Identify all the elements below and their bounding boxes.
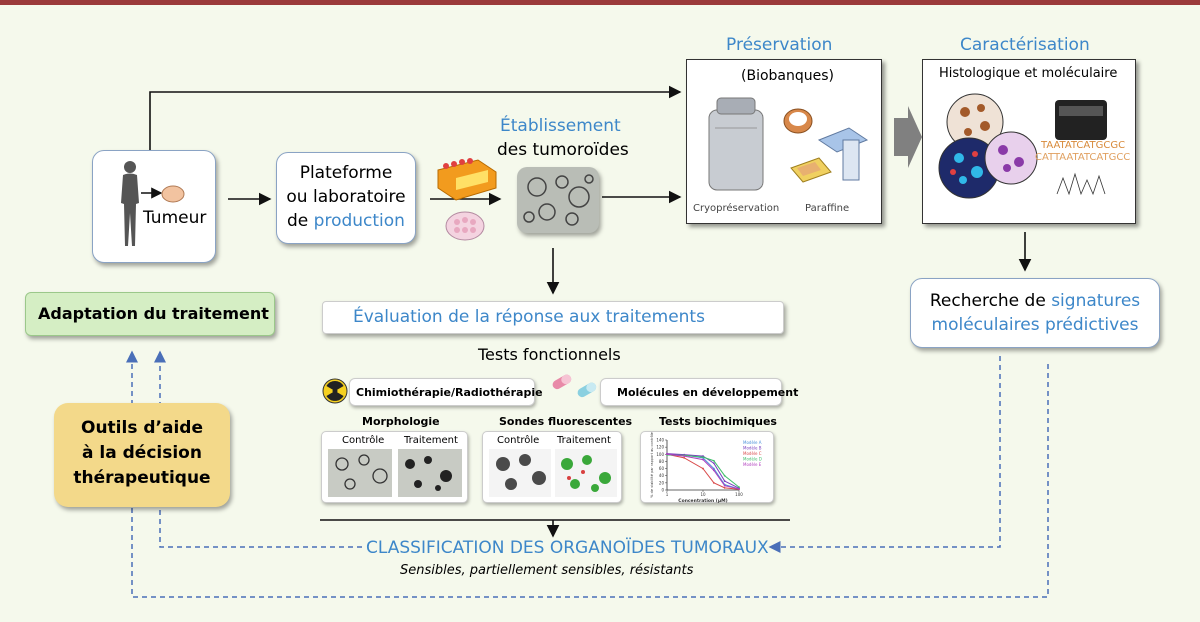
tumeur-box: Tumeur [92, 150, 216, 263]
chart-x-tick-label: 10 [700, 492, 706, 497]
chart-point [723, 474, 726, 477]
dna-sequence-1: TAATATCATGCGC [1041, 140, 1126, 151]
tumoroides-microscopy-image [517, 167, 599, 233]
sondes-label: Sondes fluorescentes [499, 415, 633, 428]
chart-point [712, 481, 715, 484]
chart-x-tick-label: 100 [735, 492, 743, 497]
controle-label-1: Contrôle [342, 435, 385, 446]
tumeur-label: Tumeur [143, 208, 207, 228]
histologique-label: Histologique et moléculaire [939, 66, 1118, 81]
chart-point [702, 458, 704, 461]
chart-point [723, 480, 726, 482]
chart-point [712, 459, 715, 462]
plateforme-box: Plateforme ou laboratoire de production [276, 152, 416, 244]
chart-y-tick-label: 20 [659, 480, 665, 485]
chart-y-tick-label: 0 [661, 488, 664, 493]
preservation-title: Préservation [726, 35, 833, 55]
adaptation-label: Adaptation du traitement [38, 304, 269, 323]
biobanques-label: (Biobanques) [741, 68, 834, 84]
dna-sequence-2: CATTAATATCATGCC [1035, 152, 1131, 163]
plateforme-production: production [313, 211, 405, 231]
chart-series-line [666, 453, 740, 490]
biochimiques-label: Tests biochimiques [659, 415, 777, 428]
chart-series-line [666, 453, 740, 490]
morphologie-label: Morphologie [362, 415, 440, 428]
chart-y-tick-label: 120 [656, 445, 664, 450]
recherche-label-c: moléculaires prédictives [931, 315, 1139, 335]
chart-y-tick-label: 40 [659, 473, 665, 478]
biobank-equipment-icon [708, 97, 869, 191]
human-silhouette-icon [121, 161, 185, 246]
arrow-tumeur-to-preservation [149, 85, 682, 150]
sondes-panel: Contrôle Traitement [482, 431, 622, 503]
top-bar [0, 0, 1200, 5]
chart-point [683, 456, 686, 459]
chart-legend-entry: Modèle B [743, 446, 762, 451]
cryopreservation-label: Cryopréservation [693, 203, 780, 214]
evaluation-box: Évaluation de la réponse aux traitements [322, 301, 784, 334]
recherche-box: Recherche de signatures moléculaires pré… [910, 278, 1160, 348]
plateforme-line1: Plateforme [299, 163, 393, 183]
chart-point [712, 467, 715, 470]
classification-subtitle: Sensibles, partiellement sensibles, rési… [400, 563, 694, 578]
outils-line2: à la décision [82, 443, 202, 463]
chart-y-label: % de viabilité par rapport au contrôle [650, 432, 654, 498]
classification-title: CLASSIFICATION DES ORGANOÏDES TUMORAUX [366, 538, 769, 558]
chart-x-tick-label: 1 [666, 492, 669, 497]
chart-point [712, 469, 715, 472]
big-arrow-preservation-to-caracterisation [894, 106, 922, 168]
outils-box: Outils d’aide à la décision thérapeutiqu… [54, 403, 230, 507]
plateforme-line3a: de [287, 211, 314, 231]
chart-point [712, 462, 715, 465]
chart-point [666, 453, 668, 456]
plateforme-line2: ou laboratoire [286, 187, 406, 207]
chart-point [702, 456, 704, 459]
molecules-label: Molécules en développement [617, 386, 799, 399]
sondes-images [489, 449, 617, 497]
outils-line3: thérapeutique [73, 468, 211, 488]
chimio-label: Chimiothérapie/Radiothérapie [356, 386, 543, 399]
chart-y-tick-label: 100 [656, 452, 664, 457]
chart-legend-entry: Modèle C [743, 451, 762, 456]
evaluation-label: Évaluation de la réponse aux traitements [353, 307, 705, 327]
paraffine-label: Paraffine [805, 203, 850, 214]
traitement-label-2: Traitement [557, 435, 611, 446]
recherche-label-b: signatures [1051, 291, 1141, 311]
molecules-pill: Molécules en développement [600, 378, 798, 406]
outils-line1: Outils d’aide [81, 418, 203, 438]
caracterisation-panel: Histologique et moléculaire TAATATCATGCG… [922, 59, 1136, 224]
chart-point [723, 486, 726, 489]
chimio-pill: Chimiothérapie/Radiothérapie [349, 378, 543, 406]
morphologie-panel: Contrôle Traitement [321, 431, 468, 503]
chart-point [738, 486, 740, 489]
etablissement-title: Établissement [500, 116, 621, 136]
histology-images-icon [938, 93, 1107, 199]
chart-legend-entry: Modèle A [743, 440, 762, 445]
chart-legend-entry: Modèle E [743, 462, 762, 467]
adaptation-box: Adaptation du traitement [25, 292, 275, 336]
chart-y-tick-label: 60 [659, 466, 665, 471]
chart-point [702, 467, 704, 470]
traitement-label-1: Traitement [404, 435, 458, 446]
caracterisation-title: Caractérisation [960, 35, 1090, 55]
recherche-label-a: Recherche de [929, 291, 1052, 311]
tumoroides-title: des tumoroïdes [497, 140, 629, 160]
dashed-recherche-to-classification [768, 356, 1001, 553]
chart-point [723, 484, 726, 487]
tests-fonctionnels-title: Tests fonctionnels [478, 345, 621, 364]
dashed-classification-to-outils [154, 350, 362, 548]
chart-y-tick-label: 140 [656, 438, 664, 443]
chart-y-tick-label: 80 [659, 459, 665, 464]
controle-label-2: Contrôle [497, 435, 540, 446]
chart-point [683, 455, 686, 457]
chart-point [738, 488, 740, 490]
chart-x-label: Concentration (µM) [678, 498, 727, 504]
chart-series-line [666, 453, 740, 489]
morphologie-images [328, 449, 462, 497]
preservation-panel: (Biobanques) Cryopréservation Paraffine [686, 59, 882, 224]
chart-legend-entry: Modèle D [743, 457, 762, 462]
